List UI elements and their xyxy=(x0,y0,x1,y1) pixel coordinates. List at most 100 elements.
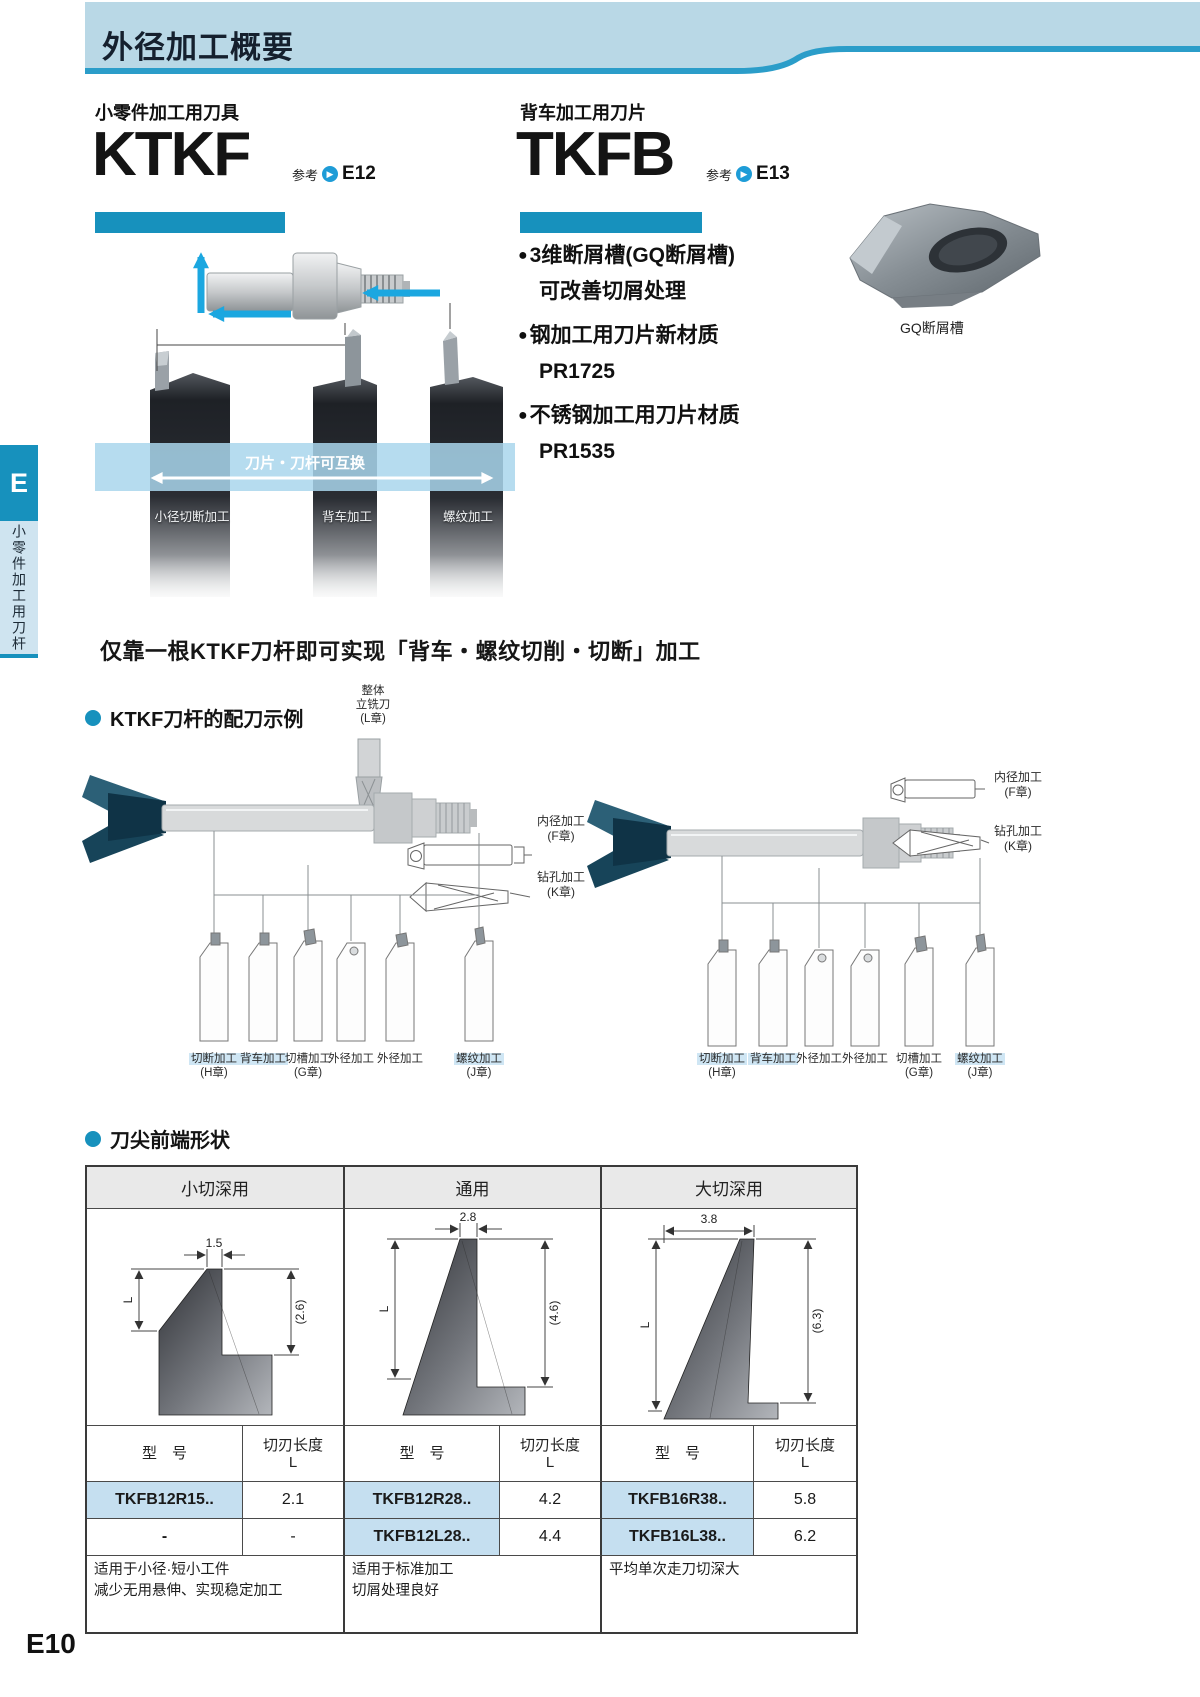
feature-list: ●3维断屑槽(GQ断屑槽) 可改善切屑处理 ●钢加工用刀片新材质 PR1725 … xyxy=(518,238,878,478)
tool-label: 外径加工 xyxy=(796,1053,842,1065)
length-cell: 4.2 xyxy=(500,1482,602,1519)
reference-word: 参考 xyxy=(706,167,733,183)
insert-photo-caption: GQ断屑槽 xyxy=(900,320,964,336)
callout-bore-right: 内径加工 (F章) xyxy=(993,770,1042,799)
assembly-diagram-left xyxy=(82,738,532,1042)
boring-bar-art xyxy=(890,777,985,803)
feature-text: PR1725 xyxy=(539,360,615,383)
column-header: 通用 xyxy=(345,1167,602,1209)
headline: 仅靠一根KTKF刀杆即可实现「背车・螺纹切削・切断」加工 xyxy=(100,639,701,664)
tip-diagram-large: 3.8 L (6.3) xyxy=(602,1209,856,1426)
reference-link-e12[interactable]: 参考 ▶ E12 xyxy=(292,163,376,185)
tool-label: 背车加工 xyxy=(238,1053,288,1065)
tool-label: 外径加工 xyxy=(377,1053,423,1065)
feature-item: ●不锈钢加工用刀片材质 PR1535 xyxy=(518,398,878,470)
tip-diagram-medium: 2.8 L (4.6) xyxy=(345,1209,602,1426)
tool-label: 外径加工 xyxy=(842,1053,888,1065)
reference-page: E13 xyxy=(756,163,790,184)
ktkf-interchange-montage xyxy=(95,252,515,605)
callout-drill-right: 钻孔加工 (K章) xyxy=(993,824,1042,853)
reference-page: E12 xyxy=(342,163,376,184)
model-cell: TKFB16R38.. xyxy=(602,1482,754,1519)
svg-text:L: L xyxy=(638,1321,652,1328)
svg-text:L: L xyxy=(121,1296,135,1303)
sidebar-chapter-tab[interactable]: E xyxy=(0,445,38,521)
feature-text: 不锈钢加工用刀片材质 xyxy=(529,404,740,427)
table-notes-row: 适用于小径·短小工件减少无用悬伸、实现稳定加工 适用于标准加工切屑处理良好 平均… xyxy=(87,1556,856,1632)
holders-row xyxy=(199,926,494,1042)
model-cell: - xyxy=(87,1519,243,1556)
product-name-ktkf: KTKF xyxy=(92,120,251,189)
column-header: 小切深用 xyxy=(87,1167,345,1209)
model-header: 型 号 xyxy=(87,1426,243,1482)
model-header: 型 号 xyxy=(602,1426,754,1482)
model-cell: TKFB12R28.. xyxy=(345,1482,500,1519)
tool-label: 螺纹加工 (J章) xyxy=(454,1053,504,1079)
product-category-ktkf: 小零件加工用刀具 xyxy=(95,103,239,123)
feature-item: ●3维断屑槽(GQ断屑槽) 可改善切屑处理 xyxy=(518,238,878,310)
insert-photo xyxy=(849,203,1041,308)
tool-label: 背车加工 xyxy=(748,1053,798,1065)
header-banner xyxy=(85,2,1200,74)
page-number: E10 xyxy=(26,1628,76,1659)
callout-bore-left: 内径加工 (F章) xyxy=(536,814,585,843)
bar-art xyxy=(161,792,477,844)
montage-label-thread: 螺纹加工 xyxy=(442,510,493,524)
sidebar-chapter-label: 小零件加工用刀杆 xyxy=(0,521,38,658)
adapter-part xyxy=(206,252,410,320)
note-cell: 平均单次走刀切深大 xyxy=(609,1562,740,1578)
svg-text:(6.3): (6.3) xyxy=(810,1309,824,1334)
note-cell: 适用于标准加工切屑处理良好 xyxy=(345,1556,602,1632)
tip-shape-table: 小切深用 通用 大切深用 xyxy=(85,1165,858,1634)
tool-label: 螺纹加工 (J章) xyxy=(955,1053,1005,1079)
tool-label: 切断加工 (H章) xyxy=(697,1053,747,1079)
model-header: 型 号 xyxy=(345,1426,500,1482)
montage-label-cutoff: 小径切断加工 xyxy=(154,510,230,524)
svg-text:(4.6): (4.6) xyxy=(547,1301,561,1326)
length-cell: 5.8 xyxy=(754,1482,856,1519)
holders-row xyxy=(707,933,995,1047)
reference-link-e13[interactable]: 参考 ▶ E13 xyxy=(706,163,790,185)
play-arrow-icon: ▶ xyxy=(736,166,753,182)
tool-label: 切槽加工 (G章) xyxy=(896,1053,942,1079)
table-diagram-row: 1.5 L (2.6) xyxy=(87,1209,856,1426)
tkfb-accent-bar xyxy=(520,212,702,233)
bullet-icon: ● xyxy=(518,327,528,344)
note-cell: 适用于小径·短小工件减少无用悬伸、实现稳定加工 xyxy=(87,1556,345,1632)
section-assembly: KTKF刀杆的配刀示例 xyxy=(85,703,303,732)
svg-text:L: L xyxy=(377,1305,391,1312)
holder-leaders xyxy=(213,831,480,941)
tool-label: 外径加工 xyxy=(328,1053,374,1065)
ktkf-accent-bar xyxy=(95,212,285,233)
model-cell: TKFB16L38.. xyxy=(602,1519,754,1556)
feature-text: PR1535 xyxy=(539,440,615,463)
endmill-label: 整体 立铣刀 (L章) xyxy=(355,685,391,725)
page-title: 外径加工概要 xyxy=(102,30,294,65)
table-data-row: - - TKFB12L28.. 4.4 TKFB16L38.. 6.2 xyxy=(87,1519,856,1556)
drill-art xyxy=(409,881,531,913)
feature-item: ●钢加工用刀片新材质 PR1725 xyxy=(518,318,878,390)
reference-word: 参考 xyxy=(292,167,319,183)
tool-label: 切断加工 (H章) xyxy=(189,1053,239,1079)
model-cell: TKFB12R15.. xyxy=(87,1482,243,1519)
montage-label-backturn: 背车加工 xyxy=(321,510,372,524)
length-cell: 6.2 xyxy=(754,1519,856,1556)
feature-text: 3维断屑槽(GQ断屑槽) xyxy=(529,244,736,267)
length-cell: - xyxy=(243,1519,345,1556)
holder-leaders xyxy=(721,856,981,948)
svg-text:3.8: 3.8 xyxy=(701,1212,718,1226)
collet-art xyxy=(587,800,671,888)
section-bullet-icon xyxy=(85,709,101,726)
collet-art xyxy=(82,775,166,863)
product-category-tkfb: 背车加工用刀片 xyxy=(520,103,646,123)
cyan-arrows xyxy=(193,252,440,322)
feature-text: 钢加工用刀片新材质 xyxy=(529,324,719,347)
product-name-tkfb: TKFB xyxy=(516,120,675,189)
table-header-row: 小切深用 通用 大切深用 xyxy=(87,1167,856,1209)
length-cell: 2.1 xyxy=(243,1482,345,1519)
